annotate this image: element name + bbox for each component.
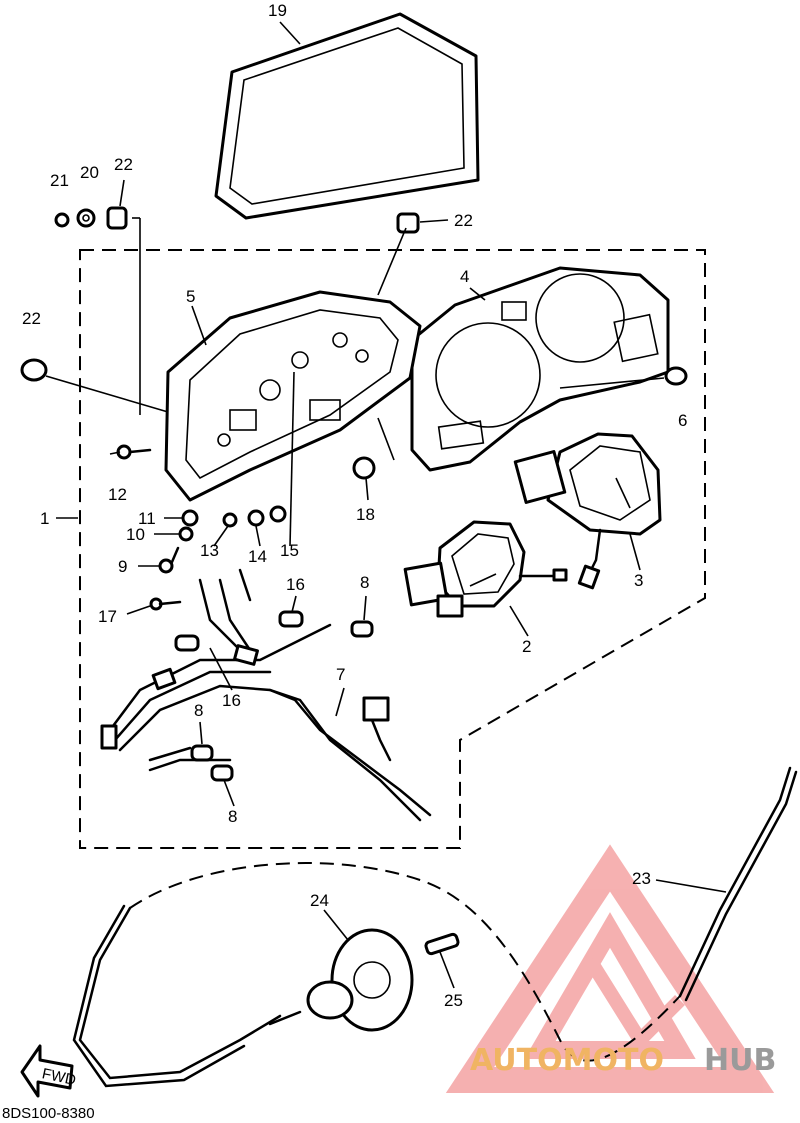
watermark-brand-part2: HUB [704,1043,776,1078]
callout-22-left: 22 [22,309,41,328]
callout-16-top: 16 [286,575,305,594]
grommet-part-21 [54,212,70,228]
callout-10: 10 [126,525,145,544]
callout-8-mid: 8 [194,701,203,720]
speedometer-part [403,520,568,618]
meter-cover-part [410,266,670,472]
callout-15: 15 [280,541,299,560]
washer-part-20 [76,208,96,228]
bulb-part-b [190,744,214,762]
bezel-gasket-part [214,12,480,220]
tachometer-part [513,432,662,590]
drawing-code: 8DS100-8380 [2,1105,95,1122]
collar-part-22b [396,212,420,234]
nut-part-11 [181,509,199,527]
forward-arrow-label: FWD [40,1065,77,1089]
bulb-part-a [350,620,374,638]
gear-unit-part [268,928,414,1032]
washer-part-15 [269,505,287,523]
callout-17: 17 [98,607,117,626]
callout-25: 25 [444,991,463,1010]
callout-9: 9 [118,557,127,576]
screw-part-9 [158,546,180,574]
callout-16-mid: 16 [222,691,241,710]
grommet-part-6 [664,366,688,386]
callout-13: 13 [200,541,219,560]
callout-3: 3 [634,571,643,590]
leader-lines [45,21,727,989]
watermark-brand-part1: AUTOMOTO [470,1043,664,1078]
collar-part-22a [106,206,128,230]
callout-21: 21 [50,171,69,190]
callout-12: 12 [108,485,127,504]
callout-20: 20 [80,163,99,182]
callout-2: 2 [522,637,531,656]
bulb-part-e [174,634,200,652]
callout-19: 19 [268,1,287,20]
callout-8-bottom: 8 [228,807,237,826]
bulb-part-c [210,764,234,782]
callout-8-top: 8 [360,573,369,592]
callout-14: 14 [248,547,267,566]
callout-7: 7 [336,665,345,684]
collar-part-22c [20,358,48,382]
watermark-logo [445,844,775,1093]
bulb-part-d [278,610,304,628]
callout-24: 24 [310,891,329,910]
washer-part-14 [247,509,265,527]
callout-4: 4 [460,267,469,286]
callout-11: 11 [138,509,156,528]
forward-arrow-icon [20,1044,74,1098]
nut-part-13 [222,512,238,528]
callout-labels: 19 21 20 22 22 22 4 5 6 12 1 11 10 9 13 … [22,1,687,1010]
callout-22-top-right: 22 [454,211,473,230]
callout-18: 18 [356,505,375,524]
washer-part-10 [178,526,194,542]
grommet-part-18 [352,456,376,480]
meter-cable-part [72,766,798,1088]
wire-harness-part [100,568,432,822]
bushing-part [424,932,460,956]
screw-part-17 [149,597,182,611]
callout-5: 5 [186,287,195,306]
callout-22-top-left: 22 [114,155,133,174]
callout-23: 23 [632,869,651,888]
callout-6: 6 [678,411,687,430]
assembly-outline [79,249,706,849]
screw-part-12 [116,444,152,460]
callout-1: 1 [40,509,49,528]
